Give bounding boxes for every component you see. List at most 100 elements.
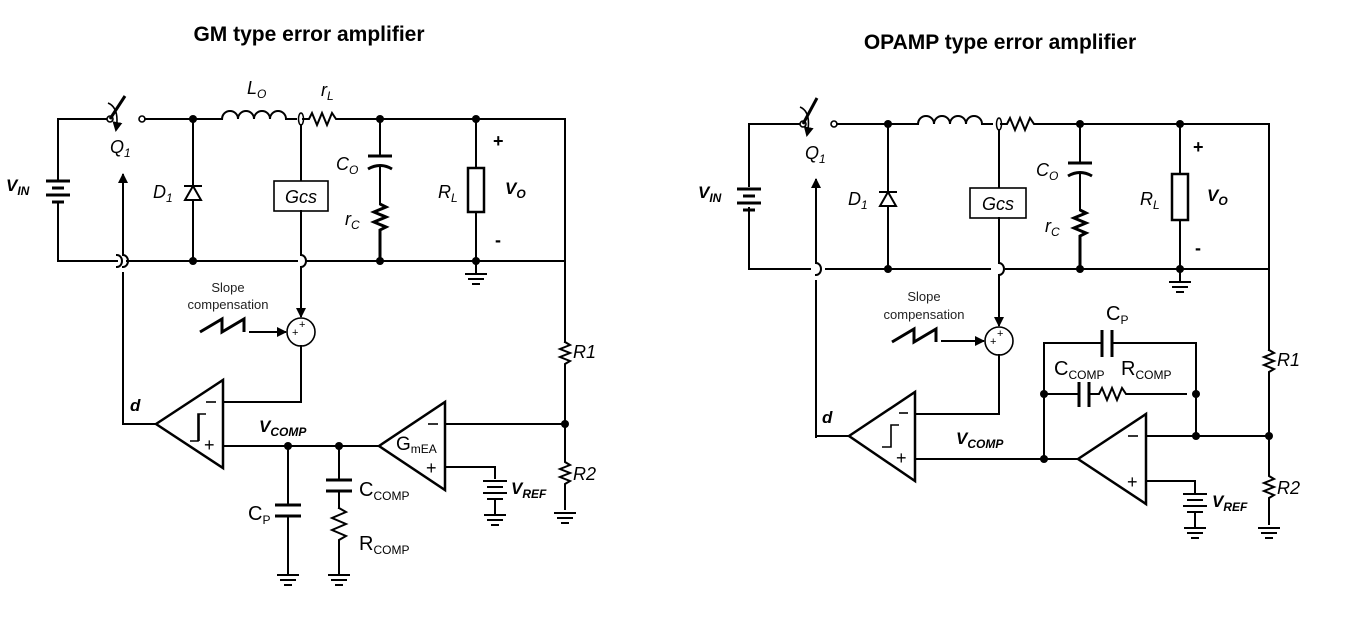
- gm-rload-icon: [466, 115, 486, 265]
- opamp-sawtooth-icon: [891, 326, 938, 345]
- gm-q1-switch-icon: [94, 95, 151, 132]
- gm-hysteresis-icon: [190, 413, 206, 442]
- opamp-hysteresis-icon: [882, 424, 899, 448]
- opamp-vref-battery-icon: [1183, 493, 1207, 539]
- opamp-rload-icon: [1170, 120, 1190, 273]
- opamp-co-capacitor-icon: [1067, 120, 1093, 211]
- opamp-d-label: d: [822, 408, 833, 427]
- opamp-ccomp-label: CCOMP: [1054, 358, 1104, 382]
- opamp-rl-resistor-icon: [1000, 115, 1041, 133]
- gm-vref-battery-icon: [483, 480, 507, 526]
- opamp-power-stage-wires: [748, 123, 1270, 351]
- opamp-inductor-icon: [916, 115, 993, 126]
- gm-lo-label: LO: [247, 78, 266, 101]
- gm-vo-label: VO: [505, 179, 526, 201]
- opamp-summer-out-wire: [914, 354, 1000, 415]
- gm-gcs-label: Gcs: [285, 187, 317, 207]
- opamp-pwm-comparator: [846, 389, 917, 484]
- gm-slope-label-2: compensation: [188, 297, 269, 312]
- gm-diagram-title: GM type error amplifier: [193, 23, 424, 46]
- opamp-type-diagram: OPAMP type error amplifier VIN Q1: [698, 31, 1300, 539]
- gm-rload-label: RL: [438, 182, 458, 205]
- gm-vo-minus: -: [495, 230, 501, 250]
- gm-co-label: CO: [336, 154, 358, 177]
- gm-co-capacitor-icon: [367, 115, 393, 205]
- gm-vcomp-label: VCOMP: [259, 417, 307, 439]
- opamp-vo-plus: +: [1193, 137, 1204, 157]
- opamp-gcs-label: Gcs: [982, 194, 1014, 214]
- gm-summer-out-wire: [222, 345, 302, 403]
- gm-vin-label: VIN: [6, 176, 30, 198]
- gm-gcs-block: [273, 180, 329, 212]
- gm-gmea-label: GmEA: [396, 434, 437, 456]
- opamp-rcomp-label: RCOMP: [1121, 358, 1171, 382]
- gm-summer-plus-top: +: [299, 319, 305, 331]
- opamp-wire-crossover: [814, 261, 822, 277]
- gm-r2-label: R2: [573, 464, 596, 484]
- gm-ccomp-capacitor-icon: [326, 445, 352, 509]
- gm-vin-battery-icon: [46, 179, 70, 204]
- gm-sawtooth-icon: [199, 316, 246, 335]
- opamp-slope-label-1: Slope: [907, 289, 940, 304]
- gm-rc-resistor-icon: [370, 202, 390, 261]
- opamp-vo-minus: -: [1195, 238, 1201, 258]
- gm-r1-label: R1: [573, 342, 596, 362]
- opamp-r2-label: R2: [1277, 478, 1300, 498]
- gm-type-diagram: GM type error amplifier VIN: [6, 23, 596, 586]
- opamp-r2-ground-icon: [1258, 527, 1280, 539]
- gm-ground-icon: [465, 260, 487, 285]
- opamp-summer-plus-left: +: [990, 336, 996, 348]
- gm-vref-wire: [444, 466, 496, 479]
- opamp-vin-label: VIN: [698, 183, 722, 205]
- gm-vo-plus: +: [493, 131, 504, 151]
- opamp-rcomp-resistor-icon: [1089, 385, 1187, 403]
- opamp-co-label: CO: [1036, 160, 1058, 183]
- opamp-gcs-crossover: [997, 261, 1005, 277]
- gm-wire-crossover: [121, 253, 129, 269]
- gm-rcomp-label: RCOMP: [359, 533, 409, 557]
- opamp-comp-plus-sign: +: [896, 448, 907, 468]
- opamp-cp-label: CP: [1106, 303, 1128, 327]
- gm-ccomp-ground-icon: [328, 574, 350, 586]
- gm-summer-plus-left: +: [292, 327, 298, 339]
- gm-rl-resistor-icon: [302, 110, 344, 128]
- gm-slope-label-1: Slope: [211, 280, 244, 295]
- gm-d1-label: D1: [153, 182, 173, 205]
- opamp-rload-label: RL: [1140, 189, 1160, 212]
- opamp-vref-wire: [1145, 480, 1196, 494]
- opamp-r2-resistor-icon: [1261, 435, 1277, 525]
- gm-ccomp-label: CCOMP: [359, 479, 409, 503]
- opamp-diagram-title: OPAMP type error amplifier: [864, 31, 1136, 54]
- opamp-d1-diode-icon: [878, 120, 898, 273]
- gm-cp-capacitor-icon: [275, 445, 301, 586]
- gm-r1-resistor-icon: [557, 340, 573, 425]
- gm-power-stage-wires: [57, 118, 566, 343]
- opamp-vin-battery-icon: [737, 187, 761, 212]
- opamp-rc-label: rC: [1045, 216, 1060, 239]
- gm-gmea-plus: +: [426, 458, 437, 478]
- gm-comp-plus-sign: +: [204, 435, 215, 455]
- opamp-r1-resistor-icon: [1261, 348, 1277, 436]
- gm-d-label: d: [130, 396, 141, 415]
- gm-r2-ground-icon: [554, 512, 576, 524]
- gm-rc-label: rC: [345, 209, 360, 232]
- opamp-feedback-network: [1040, 330, 1200, 460]
- opamp-vcomp-label: VCOMP: [956, 429, 1004, 451]
- gm-d1-diode-icon: [183, 115, 203, 265]
- opamp-ground-icon: [1169, 268, 1191, 293]
- gm-cp-label: CP: [248, 503, 270, 527]
- opamp-q1-switch-icon: [784, 97, 842, 137]
- opamp-vref-label: VREF: [1212, 492, 1248, 514]
- opamp-summer-plus-top: +: [997, 328, 1003, 340]
- opamp-rc-resistor-icon: [1070, 208, 1090, 269]
- gm-rl-label: rL: [321, 80, 334, 103]
- gm-inductor-icon: [220, 110, 297, 121]
- gm-gcs-crossover: [299, 253, 307, 269]
- gm-vref-label: VREF: [511, 479, 547, 501]
- gm-q1-label: Q1: [110, 137, 131, 160]
- opamp-q1-label: Q1: [805, 143, 826, 166]
- opamp-r1-label: R1: [1277, 350, 1300, 370]
- gm-rcomp-resistor-icon: [329, 506, 349, 576]
- opamp-d1-label: D1: [848, 189, 868, 212]
